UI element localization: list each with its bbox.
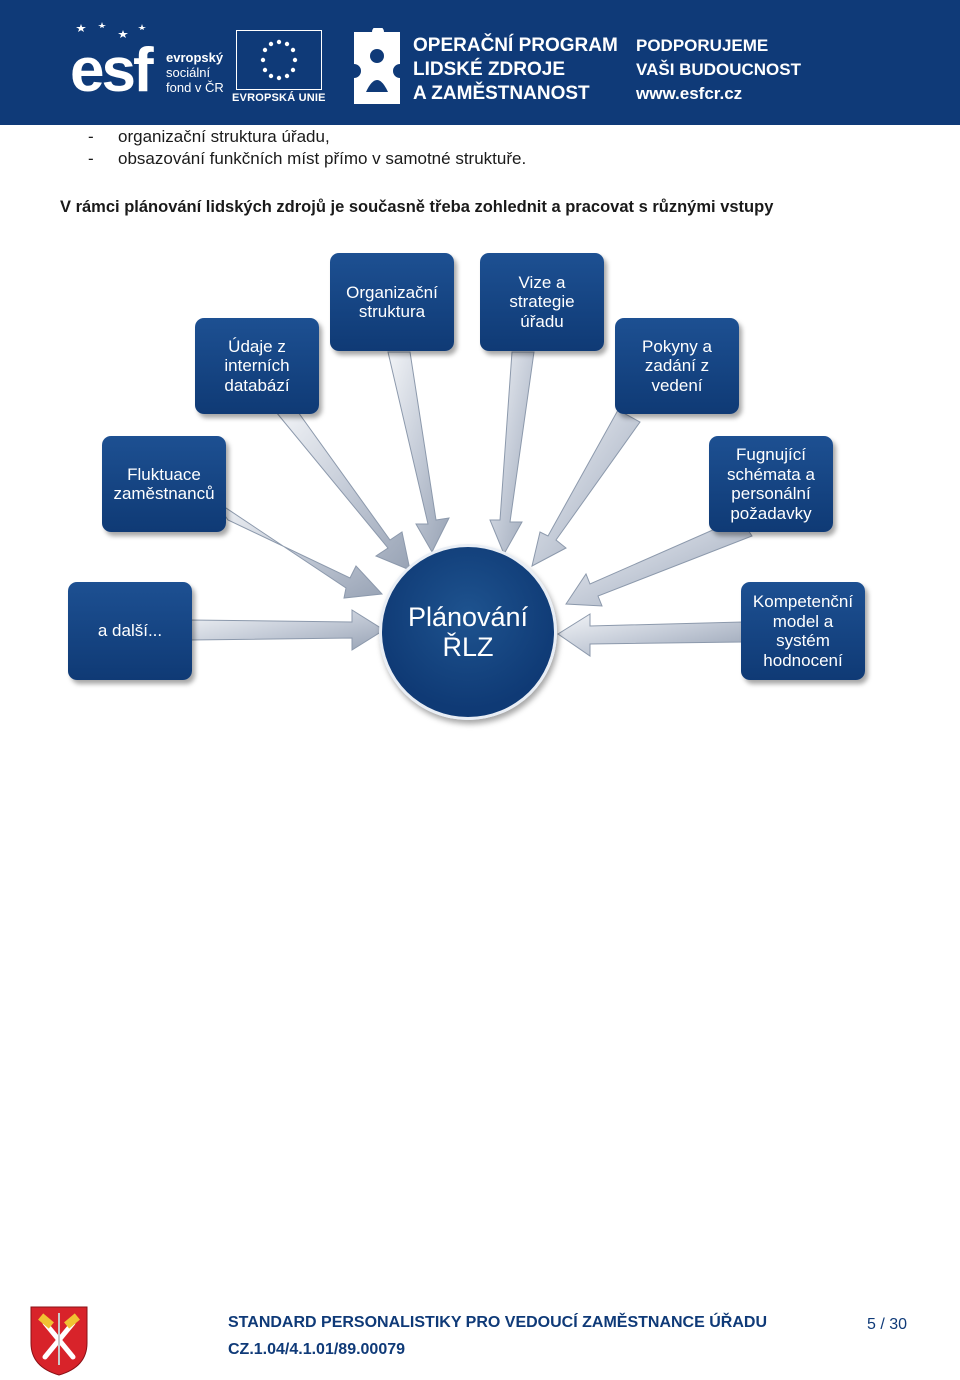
support-line: VAŠI BUDOUCNOST — [636, 60, 801, 79]
node-internal-data: Údaje z interních databází — [195, 318, 319, 414]
program-title-line: A ZAMĚSTNANOST — [413, 83, 590, 104]
footer-code: CZ.1.04/4.1.01/89.00079 — [228, 1341, 406, 1358]
esf-logo-line: fond v ČR — [166, 80, 224, 95]
node-line: personální — [731, 484, 811, 503]
program-title-line: LIDSKÉ ZDROJE — [413, 59, 566, 80]
esf-logo-line: sociální — [166, 65, 211, 80]
program-title-line: OPERAČNÍ PROGRAM — [413, 35, 618, 56]
esf-logo-line: evropský — [166, 50, 224, 65]
node-line: Fluktuace — [127, 464, 201, 484]
page-number: 5 / 30 — [867, 1316, 908, 1333]
program-title: OPERAČNÍ PROGRAM LIDSKÉ ZDROJE A ZAMĚSTN… — [413, 34, 618, 106]
node-line: interních — [224, 356, 290, 376]
arrow-fluctuation — [213, 499, 384, 599]
arrow-schemes — [565, 517, 753, 607]
node-schemes: Fugnující schémata a personální požadavk… — [709, 436, 833, 532]
node-instructions: Pokyny a zadání z vedení — [615, 318, 739, 414]
arrow-competence — [557, 613, 743, 657]
node-line: zaměstnanců — [113, 484, 215, 503]
center-line: ŘLZ — [442, 632, 494, 662]
node-line: Organizační — [346, 282, 438, 302]
lead-paragraph: V rámci plánování lidských zdrojů je sou… — [60, 198, 774, 216]
arrow-internal-data — [274, 411, 411, 571]
diagram-arrows — [189, 351, 753, 657]
node-others: a další... — [68, 582, 192, 680]
node-line: Fugnující — [736, 445, 806, 464]
node-line: zadání z — [644, 356, 710, 376]
esf-stars-icon — [76, 22, 146, 38]
esf-logo: esf evropský sociální fond v ČR — [70, 18, 230, 108]
node-line: schémata a — [727, 464, 815, 484]
website-link[interactable]: www.esfcr.cz — [636, 84, 743, 103]
bullet-item: organizační struktura úřadu, — [88, 126, 526, 148]
arrow-vision — [489, 351, 535, 556]
node-competence: Kompetenční model a systém hodnocení — [741, 582, 865, 680]
node-fluctuation: Fluktuace zaměstnanců — [102, 436, 226, 532]
header-banner: esf evropský sociální fond v ČR EVROPSKÁ… — [0, 0, 960, 125]
center-node-planning: Plánování ŘLZ — [379, 544, 557, 720]
node-line: vedení — [651, 375, 703, 395]
footer-title: STANDARD PERSONALISTIKY PRO VEDOUCÍ ZAMĚ… — [228, 1314, 767, 1331]
esf-logo-word: esf — [70, 36, 154, 105]
bullet-item: obsazování funkčních míst přímo v samotn… — [88, 148, 526, 170]
eu-label: EVROPSKÁ UNIE — [232, 92, 326, 104]
arrow-org-structure — [387, 351, 450, 554]
node-line: a další... — [97, 621, 163, 641]
node-vision: Vize a strategie úřadu — [480, 253, 604, 351]
arrow-others — [189, 609, 385, 651]
node-line: hodnocení — [763, 650, 843, 670]
node-line: Kompetenční — [752, 592, 854, 611]
node-line: struktura — [358, 302, 426, 321]
support-slogan: PODPORUJEME VAŠI BUDOUCNOST www.esfcr.cz — [636, 34, 801, 106]
esf-logo-text: evropský sociální fond v ČR — [166, 50, 224, 95]
node-line: strategie — [509, 292, 575, 312]
center-line: Plánování — [407, 602, 529, 632]
node-line: databází — [224, 375, 290, 395]
node-line: model a — [772, 611, 834, 631]
node-org-structure: Organizační struktura — [330, 253, 454, 351]
node-line: Vize a — [518, 272, 566, 292]
coat-of-arms-icon — [30, 1306, 88, 1376]
arrow-instructions — [531, 409, 641, 567]
node-line: úřadu — [520, 311, 564, 331]
support-line: PODPORUJEME — [636, 36, 769, 55]
node-line: systém — [776, 631, 830, 650]
node-line: Pokyny a — [642, 336, 712, 356]
eu-flag-icon — [236, 30, 322, 90]
node-line: Údaje z — [228, 336, 286, 356]
bullet-list: organizační struktura úřadu, obsazování … — [88, 126, 526, 170]
node-line: požadavky — [730, 503, 812, 523]
puzzle-logo-icon — [354, 28, 400, 104]
